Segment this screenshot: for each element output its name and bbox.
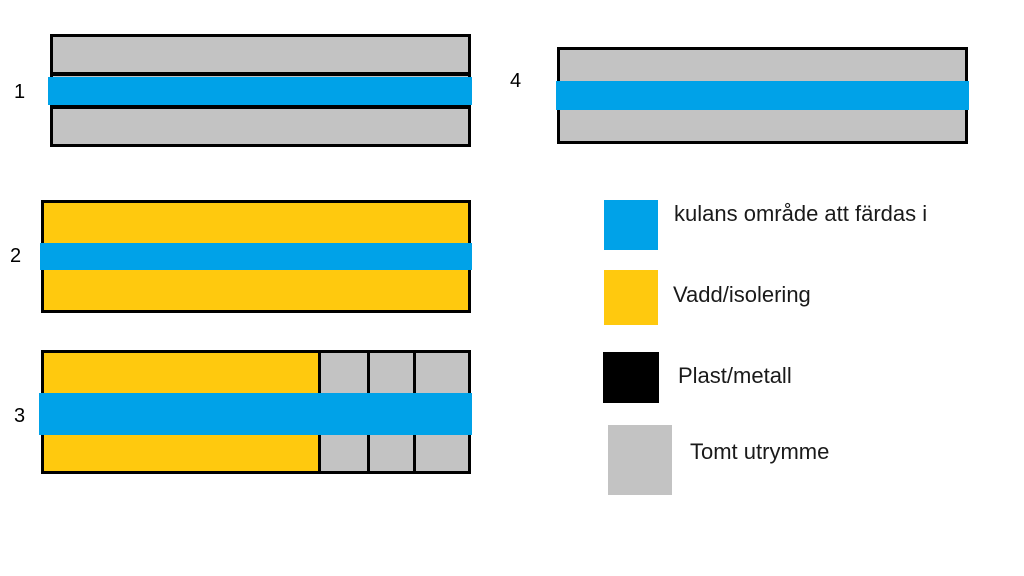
diagram-1-bullet-path bbox=[48, 77, 472, 105]
diagram-3-number: 3 bbox=[14, 405, 26, 427]
legend-label-plastic-metal: Plast/metall bbox=[678, 363, 792, 388]
legend-label-wadding: Vadd/isolering bbox=[673, 282, 811, 307]
legend-swatch-bullet-path bbox=[604, 200, 658, 250]
legend-swatch-plastic-metal bbox=[603, 352, 659, 403]
diagram-4-number: 4 bbox=[510, 70, 522, 92]
diagram-1-upper-wall bbox=[50, 72, 471, 76]
legend-label-bullet-path: kulans område att färdas i bbox=[674, 201, 928, 226]
legend-swatch-empty-space bbox=[608, 425, 672, 495]
diagram-3-bullet-path bbox=[39, 393, 472, 435]
diagram-2-bullet-path bbox=[40, 243, 472, 270]
diagram-1-lower-wall bbox=[50, 105, 471, 109]
diagram-2-number: 2 bbox=[10, 245, 22, 267]
diagram-1-number: 1 bbox=[14, 81, 26, 103]
legend-label-empty-space: Tomt utrymme bbox=[690, 439, 830, 464]
legend-swatch-wadding bbox=[604, 270, 658, 325]
diagram-4-bullet-path bbox=[556, 81, 969, 110]
